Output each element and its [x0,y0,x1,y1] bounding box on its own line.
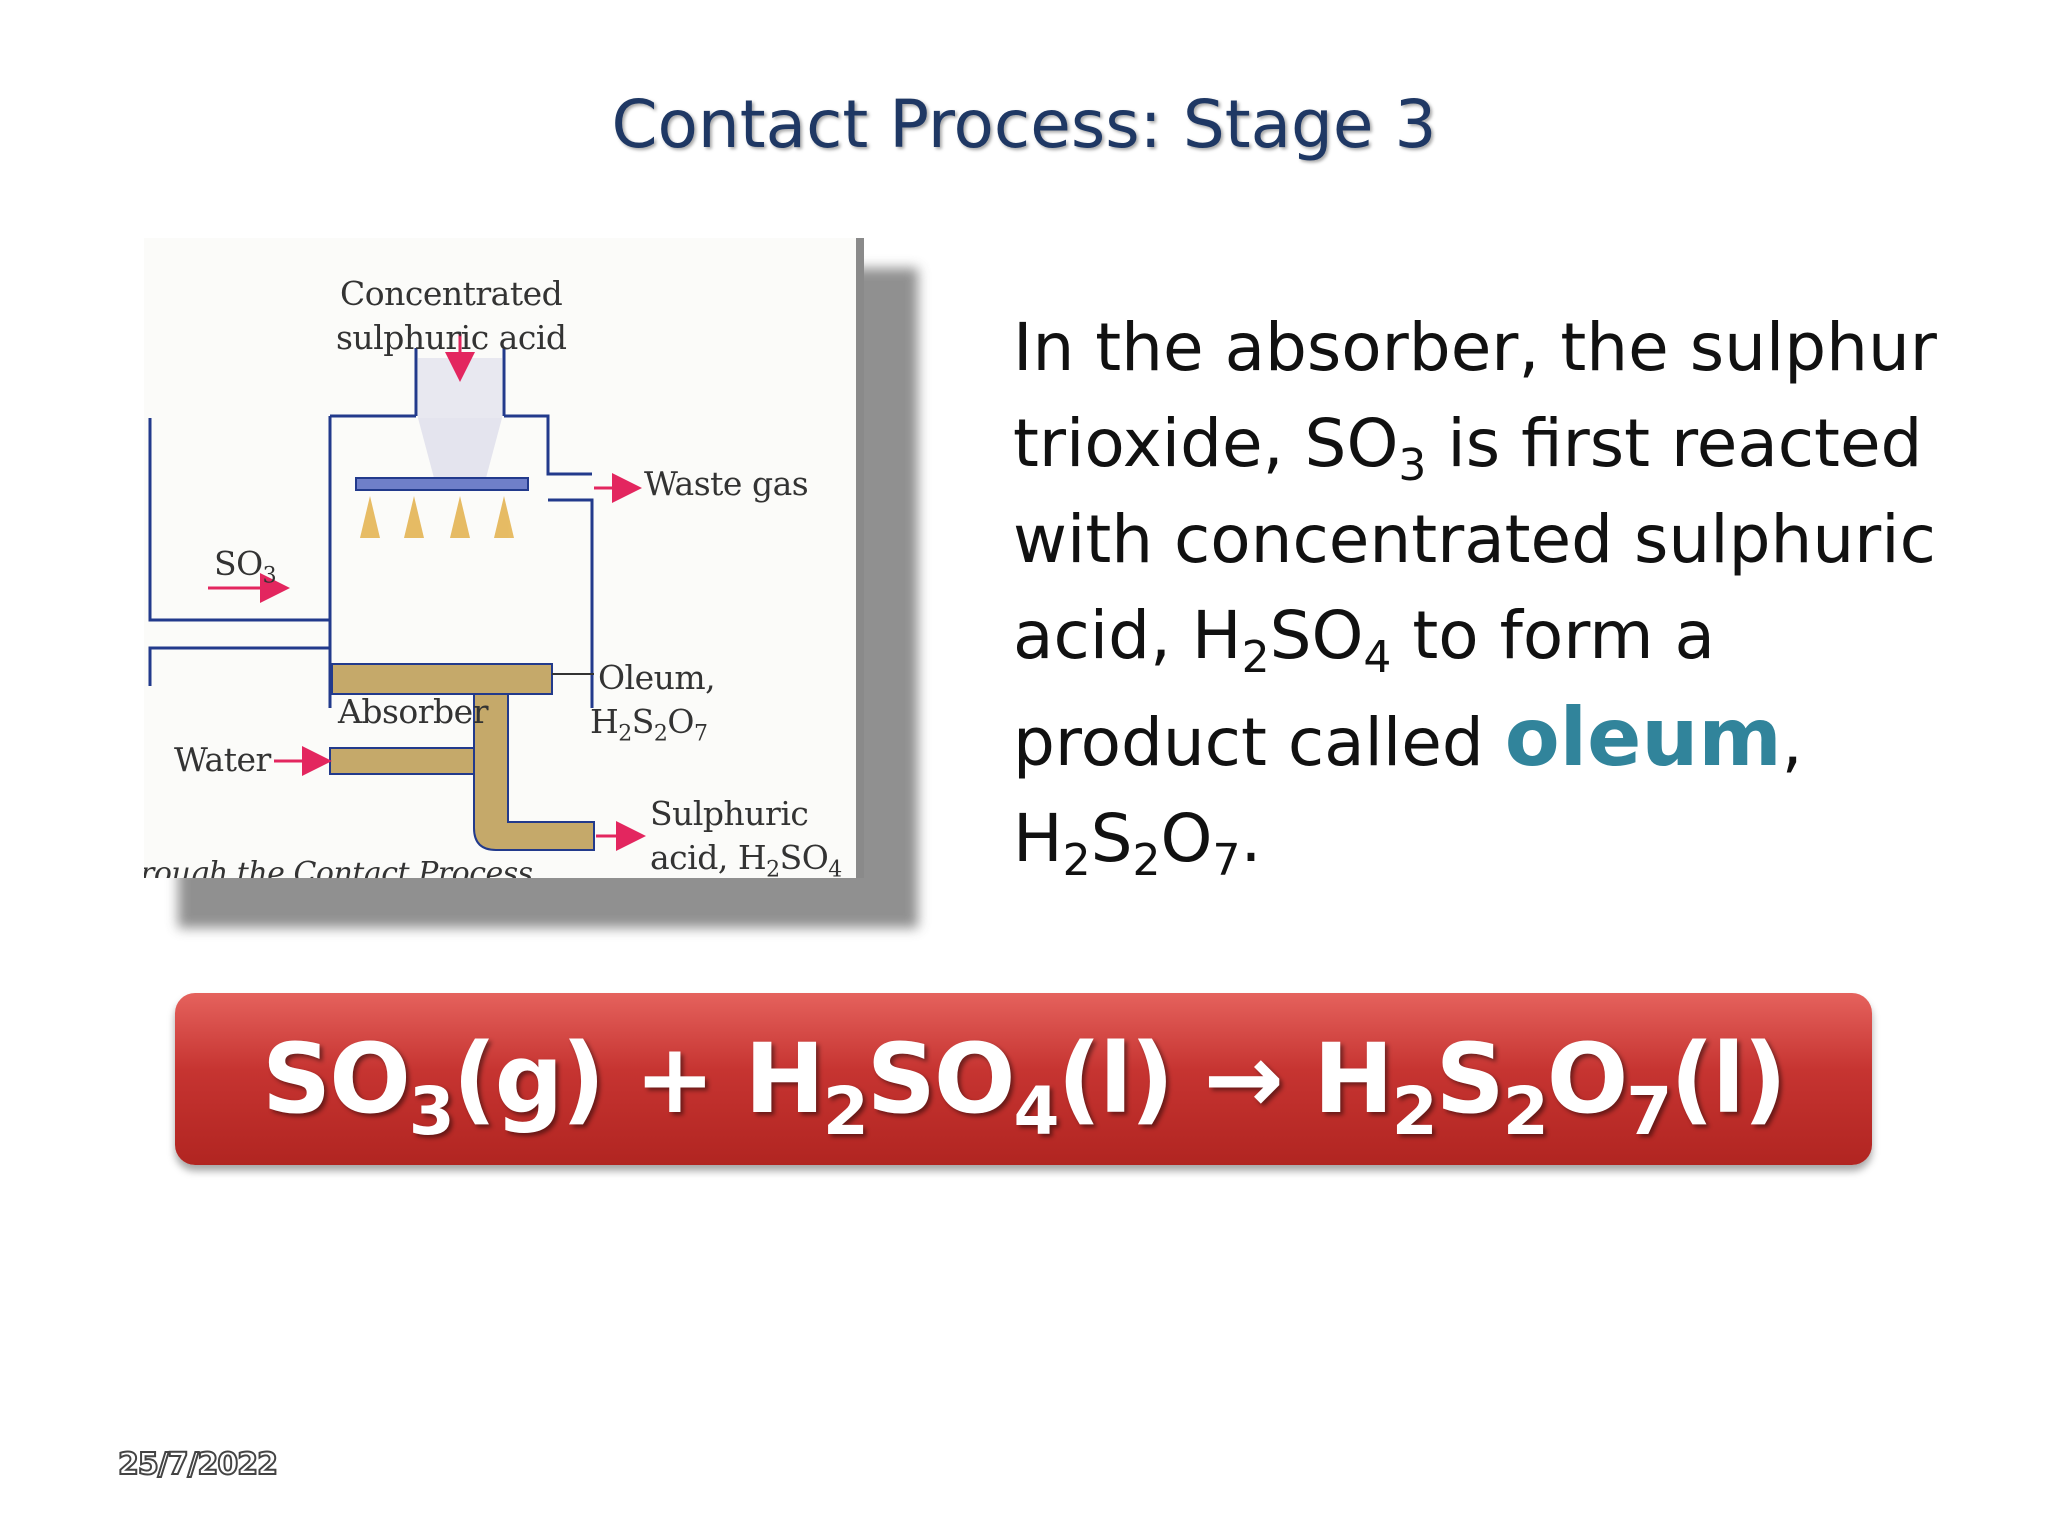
equation-banner: SO3(g) + H2SO4(l) → H2S2O7(l) [175,993,1872,1165]
body-line-4: acid, H2SO4 to form a [1013,597,1715,683]
inlet-pipe-lower [148,646,332,698]
label-oleum: Oleum, [598,658,716,697]
body-line-2: trioxide, SO3 is first reacted [1013,405,1923,491]
label-sulphuric-acid-formula: acid, H2SO4 [650,838,842,878]
label-absorber: Absorber [338,692,488,731]
inlet-pipe-upper [148,418,332,622]
slide-title: Contact Process: Stage 3 [611,86,1437,163]
label-waste-gas: Waste gas [644,464,809,503]
spray-cones [360,496,514,538]
label-sulphuric: Sulphuric [650,794,809,833]
slide-date: 25/7/2022 [117,1446,279,1483]
body-line-5: product called oleum, [1013,691,1803,784]
label-sulphuric-acid: sulphuric acid [336,318,567,357]
body-paragraph: In the absorber, the sulphur trioxide, S… [1013,300,1973,887]
oleum-highlight: oleum [1504,691,1782,784]
spray-bar [355,477,529,491]
label-oleum-formula: H2S2O7 [590,702,708,747]
label-so3: SO3 [214,544,277,589]
absorber-drawing [148,238,864,878]
body-line-1: In the absorber, the sulphur [1013,309,1937,386]
absorber-bed [331,663,553,695]
body-line-6: H2S2O7. [1013,800,1262,886]
outlet-pipe [473,693,595,851]
label-water: Water [174,740,271,779]
tower-outline [330,414,594,708]
figure-image: Concentrated sulphuric acid Waste gas SO… [144,238,864,878]
absorber-diagram: Concentrated sulphuric acid Waste gas SO… [140,230,920,930]
water-inlet [329,747,475,775]
label-concentrated: Concentrated [340,274,563,313]
body-line-3: with concentrated sulphuric [1013,501,1936,578]
figure-caption-fragment: rough the Contact Process [144,856,533,878]
